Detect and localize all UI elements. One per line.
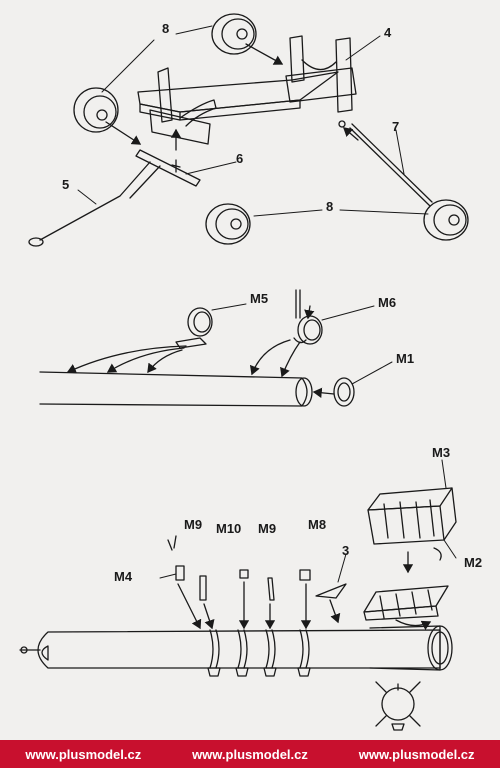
end-view	[375, 681, 421, 731]
callout-m6: M6	[378, 295, 397, 310]
callout-8-top: 8	[162, 21, 170, 36]
callout-7: 7	[392, 119, 400, 134]
callout-5: 5	[62, 177, 70, 192]
rack-m3	[367, 487, 457, 574]
missile-assembly	[19, 459, 457, 731]
callout-m2: M2	[464, 555, 483, 570]
callout-m9-right: M9	[258, 521, 277, 536]
tube-arrows	[66, 305, 335, 398]
rack-mounted	[363, 585, 449, 631]
missile-bands	[207, 629, 311, 677]
callout-6: 6	[236, 151, 244, 166]
callout-m4: M4	[114, 569, 133, 584]
tube-leaders	[211, 303, 393, 385]
callout-8-bottom: 8	[326, 199, 334, 214]
callout-4: 4	[384, 25, 392, 40]
trolley-arrows	[105, 43, 359, 151]
trolley-assembly	[28, 13, 469, 247]
callout-3: 3	[342, 543, 350, 558]
clamp-m5	[175, 307, 213, 349]
tube-assembly	[39, 289, 393, 407]
axle-rod-part-7	[349, 123, 433, 207]
callout-m10: M10	[216, 521, 242, 536]
wheel-bottom-left	[205, 203, 251, 245]
callout-m3: M3	[432, 445, 451, 460]
end-cap-m1	[333, 377, 355, 407]
footer-bar: www.plusmodel.cz www.plusmodel.cz www.pl…	[0, 740, 500, 768]
wheel-top	[211, 13, 257, 55]
callout-m8: M8	[308, 517, 327, 532]
assembly-drawing	[19, 13, 469, 731]
missile-parts	[167, 535, 347, 630]
missile-leaders	[159, 459, 457, 583]
footer-link-2[interactable]: www.plusmodel.cz	[192, 746, 308, 762]
tow-bar-part-5	[28, 161, 161, 247]
trolley-frame	[137, 35, 357, 145]
footer-link-3[interactable]: www.plusmodel.cz	[358, 746, 475, 762]
trolley-leaders	[77, 25, 429, 217]
footer-link-1[interactable]: www.plusmodel.cz	[25, 746, 142, 762]
callout-m1: M1	[396, 351, 415, 366]
wheel-left	[73, 87, 119, 133]
wheel-bottom-right	[423, 199, 469, 241]
callout-m5: M5	[250, 291, 269, 306]
axle-part-6	[135, 149, 201, 187]
callout-m9-left: M9	[184, 517, 203, 532]
